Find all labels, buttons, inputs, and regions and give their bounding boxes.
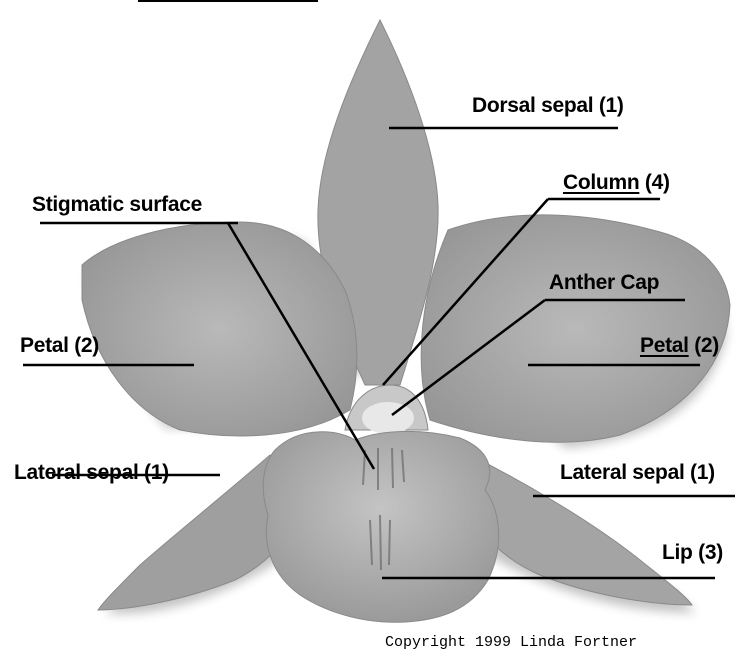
petal-right-label: Petal (2) xyxy=(640,335,719,356)
petal-right-label-number: (2) xyxy=(689,334,719,357)
lateral-sepal-right-label: Lateral sepal (1) xyxy=(560,462,715,483)
column-label-number: (4) xyxy=(639,171,669,194)
anther-cap-shape xyxy=(362,402,414,434)
petal-left-label: Petal (2) xyxy=(20,335,99,356)
column-label: Column (4) xyxy=(563,172,670,193)
column-label-word: Column xyxy=(563,171,639,194)
dorsal-sepal-label: Dorsal sepal (1) xyxy=(472,95,624,116)
petal-right-label-word: Petal xyxy=(640,334,689,357)
stigmatic-surface-label: Stigmatic surface xyxy=(32,194,202,215)
lateral-sepal-left-label: Lateral sepal (1) xyxy=(14,462,169,483)
anther-cap-label: Anther Cap xyxy=(549,272,659,293)
lip-label: Lip (3) xyxy=(662,542,723,563)
right-petal-shape xyxy=(421,215,730,442)
left-petal-shape xyxy=(82,222,357,436)
copyright-notice: Copyright 1999 Linda Fortner xyxy=(385,635,637,650)
